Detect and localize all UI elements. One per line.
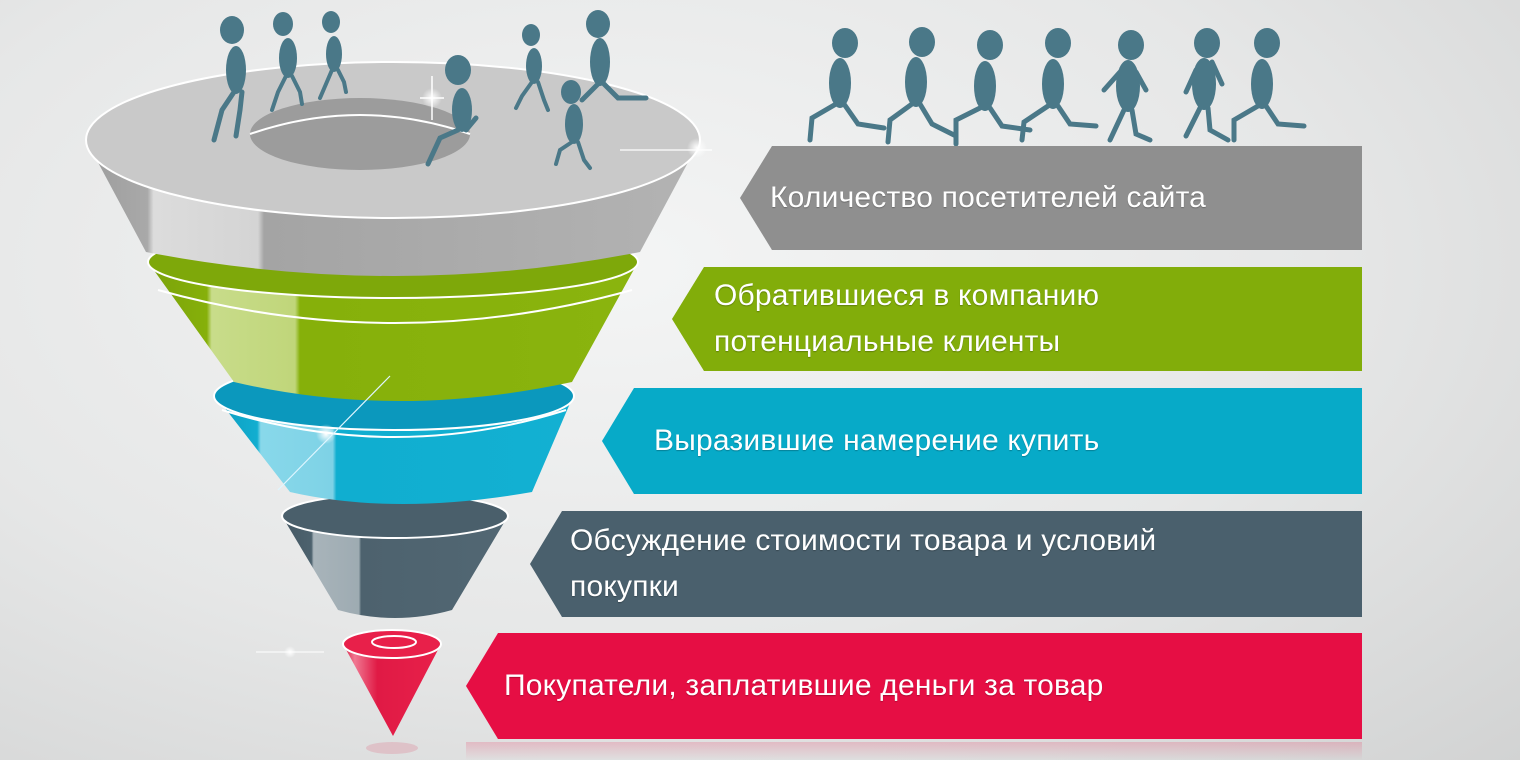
stage-label: Обсуждение стоимости товара и условий по… (570, 518, 1156, 610)
running-person-icon (1183, 28, 1231, 143)
stage-label: Количество посетителей сайта (770, 175, 1206, 221)
running-people-row (807, 27, 1307, 147)
stage-bar-leads: Обратившиеся в компанию потенциальные кл… (672, 267, 1362, 371)
running-person-icon (1019, 28, 1099, 143)
running-person-icon (1231, 28, 1307, 143)
stage-label-line: Количество посетителей сайта (770, 181, 1207, 214)
person-icon (579, 10, 649, 103)
person-icon (425, 55, 479, 167)
stage-label-line: Выразившие намерение купить (654, 424, 1100, 457)
stage-bar-visitors: Количество посетителей сайта (740, 146, 1362, 250)
person-icon (514, 24, 550, 112)
person-icon (270, 12, 304, 112)
stage-label-line: Обратившиеся в компанию (714, 279, 1100, 312)
funnel-tier-1-gray-ring (85, 61, 701, 276)
person-icon (318, 11, 348, 100)
funnel-tier-5-red-cone (342, 629, 442, 754)
stage-label-line: Обсуждение стоимости товара и условий (570, 524, 1157, 557)
funnel-tier-4-slate (281, 493, 509, 618)
stage-bar-buyers: Покупатели, заплатившие деньги за товар (466, 633, 1362, 739)
running-person-icon (885, 27, 959, 145)
stage-label: Обратившиеся в компанию потенциальные кл… (714, 273, 1099, 365)
person-icon (554, 80, 592, 170)
person-icon (211, 16, 246, 143)
stage-label: Покупатели, заплатившие деньги за товар (504, 663, 1104, 709)
bar-reflection (466, 742, 1362, 760)
people-figures-on-funnel (211, 10, 649, 170)
stage-label-line: Покупатели, заплатившие деньги за товар (504, 669, 1104, 702)
stage-bar-negotiation: Обсуждение стоимости товара и условий по… (530, 511, 1362, 617)
running-person-icon (807, 28, 887, 143)
stage-label: Выразившие намерение купить (654, 418, 1099, 464)
sparkle-highlights (256, 76, 712, 658)
running-person-icon (1101, 30, 1153, 143)
stage-label-line: покупки (570, 570, 679, 603)
stage-label-line: потенциальные клиенты (714, 325, 1061, 358)
running-person-icon (953, 30, 1033, 147)
stage-bar-intent: Выразившие намерение купить (602, 388, 1362, 494)
